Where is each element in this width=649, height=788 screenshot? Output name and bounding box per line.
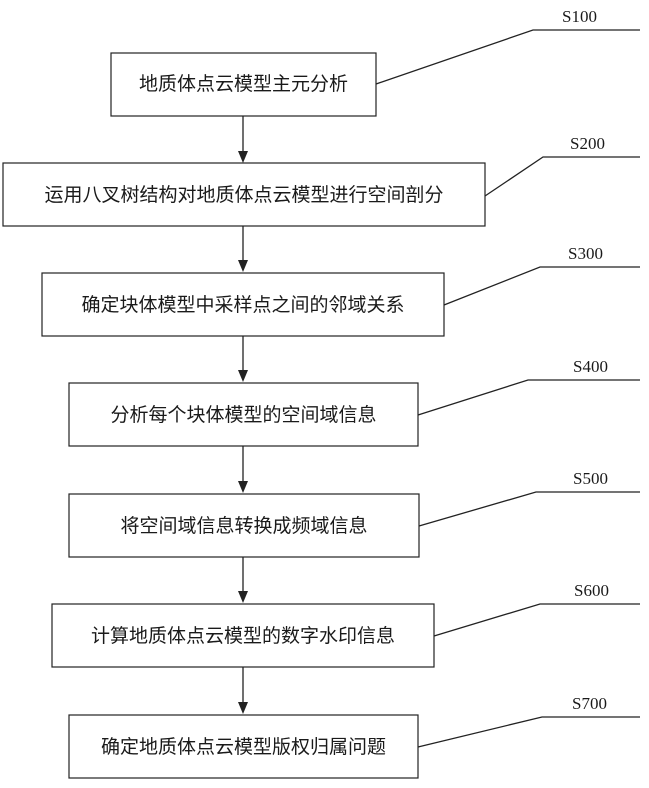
step-label-s100: S100 [562, 7, 597, 26]
step-label-s700: S700 [572, 694, 607, 713]
step-text-s100: 地质体点云模型主元分析 [139, 73, 348, 95]
leader-line-s300 [444, 267, 640, 305]
arrow-5 [238, 557, 248, 603]
step-s200: 运用八叉树结构对地质体点云模型进行空间剖分 S200 [3, 134, 640, 226]
arrow-4 [238, 446, 248, 493]
step-s100: 地质体点云模型主元分析 S100 [111, 7, 640, 116]
arrow-head-3 [238, 370, 248, 382]
step-text-s200: 运用八叉树结构对地质体点云模型进行空间剖分 [44, 184, 443, 206]
arrow-head-6 [238, 702, 248, 714]
step-s300: 确定块体模型中采样点之间的邻域关系 S300 [42, 244, 640, 336]
arrow-1 [238, 116, 248, 163]
step-text-s600: 计算地质体点云模型的数字水印信息 [91, 625, 395, 647]
arrow-3 [238, 336, 248, 382]
step-label-s600: S600 [574, 581, 609, 600]
step-text-s400: 分析每个块体模型的空间域信息 [110, 404, 376, 426]
arrow-head-5 [238, 591, 248, 603]
leader-line-s100 [376, 30, 640, 84]
arrow-6 [238, 667, 248, 714]
arrow-2 [238, 226, 248, 272]
step-label-s200: S200 [570, 134, 605, 153]
step-s700: 确定地质体点云模型版权归属问题 S700 [69, 694, 640, 778]
leader-line-s700 [418, 717, 640, 747]
step-label-s500: S500 [573, 469, 608, 488]
step-text-s300: 确定块体模型中采样点之间的邻域关系 [81, 294, 404, 316]
step-s400: 分析每个块体模型的空间域信息 S400 [69, 357, 640, 446]
leader-line-s500 [419, 492, 640, 526]
leader-line-s200 [485, 157, 640, 196]
leader-line-s600 [434, 604, 640, 636]
arrow-head-4 [238, 481, 248, 493]
step-label-s300: S300 [568, 244, 603, 263]
step-label-s400: S400 [573, 357, 608, 376]
step-s500: 将空间域信息转换成频域信息 S500 [69, 469, 640, 557]
step-s600: 计算地质体点云模型的数字水印信息 S600 [52, 581, 640, 667]
arrow-head-1 [238, 151, 248, 163]
step-text-s700: 确定地质体点云模型版权归属问题 [101, 736, 386, 758]
leader-line-s400 [418, 380, 640, 415]
step-text-s500: 将空间域信息转换成频域信息 [120, 515, 367, 537]
arrow-head-2 [238, 260, 248, 272]
